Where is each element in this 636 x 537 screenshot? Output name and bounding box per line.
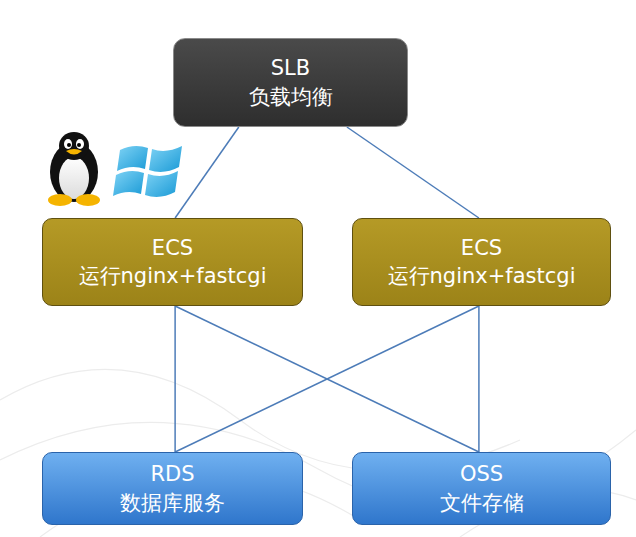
service-box: OSS文件存储	[352, 452, 611, 525]
node-title: OSS	[460, 460, 503, 488]
linux-penguin-icon	[48, 132, 100, 206]
server-box: ECS运行nginx+fastcgi	[42, 218, 303, 306]
node-title: ECS	[152, 234, 193, 262]
connector-line	[478, 306, 479, 452]
connector-line	[347, 127, 479, 218]
node-title: SLB	[271, 54, 310, 82]
connector-line	[175, 306, 176, 452]
connector-line	[175, 306, 479, 452]
node-description: 数据库服务	[120, 489, 225, 517]
connector-line	[175, 127, 239, 218]
service-box: RDS数据库服务	[42, 452, 303, 525]
node-description: 运行nginx+fastcgi	[79, 262, 267, 290]
connector-line	[175, 306, 479, 452]
node-title: ECS	[461, 234, 502, 262]
node-title: RDS	[150, 460, 194, 488]
load-balancer-box: SLB负载均衡	[173, 38, 408, 127]
windows-logo-icon	[113, 146, 182, 197]
node-description: 文件存储	[440, 489, 524, 517]
server-box: ECS运行nginx+fastcgi	[352, 218, 611, 306]
node-description: 负载均衡	[249, 83, 333, 111]
node-description: 运行nginx+fastcgi	[388, 262, 576, 290]
faint-arcs	[0, 369, 636, 537]
